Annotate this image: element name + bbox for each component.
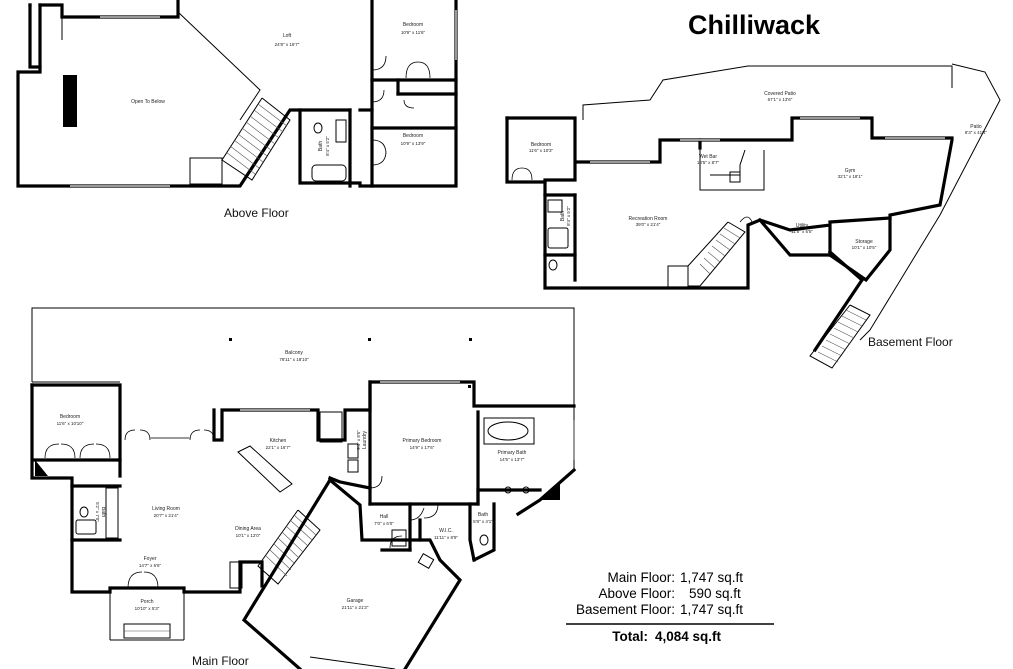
room-dim: 10'10" x 5'3" (135, 606, 160, 611)
summary-above-value: 590 sq.ft (689, 586, 741, 601)
room-dim: 5'2" x 7'0" (95, 502, 100, 522)
room-dim: 32'1" x 18'1" (838, 174, 863, 179)
room-dim: 11'8" x 5'5" (791, 229, 813, 234)
room-label: Utility (796, 223, 809, 229)
room-label: Bath (478, 512, 489, 518)
page-title: Chilliwack (688, 10, 821, 40)
room-dim: 8'3" x 41'4" (965, 130, 988, 135)
basement-interior-stairs (687, 221, 746, 287)
room-dim: 14'7" x 6'6" (139, 563, 162, 568)
room-label: Bedroom (60, 414, 80, 420)
room-label: Bedroom (403, 22, 423, 28)
room-label: Bedroom (531, 142, 551, 148)
room-label: Loft (283, 33, 292, 39)
room-dim: 21'11" x 21'3" (342, 605, 369, 610)
room-dim: 78'11" x 18'10" (279, 357, 309, 362)
room-label: Recreation Room (629, 216, 668, 222)
room-dim: 67'1" x 13'6" (768, 97, 793, 102)
room-dim: 24'8" x 16'7" (275, 42, 300, 47)
room-dim: 11'6" x 10'3" (529, 148, 554, 153)
room-dim: 39'0" x 21'4" (636, 222, 661, 227)
room-dim: 10'9" x 13'9" (401, 141, 426, 146)
room-dim: 10'1" x 12'0" (236, 533, 261, 538)
room-dim: 10'1" x 10'5" (852, 245, 877, 250)
room-label: Kitchen (270, 438, 287, 444)
room-label: Wet Bar (699, 154, 717, 160)
room-label: Bath (560, 211, 566, 222)
floor-label-main: Main Floor (192, 654, 249, 668)
summary-total-value: 4,084 sq.ft (655, 629, 722, 644)
room-label: Living Room (152, 506, 180, 512)
room-label: Garage (347, 598, 364, 604)
summary-above-label: Above Floor: (598, 586, 675, 601)
summary-total-label: Total: (612, 629, 648, 644)
area-summary: Main Floor: 1,747 sq.ft Above Floor: 590… (566, 570, 774, 644)
room-label: Foyer (144, 556, 157, 562)
room-label: Gym (845, 168, 856, 174)
above-stairs (221, 97, 291, 181)
room-label: Bedroom (403, 133, 423, 139)
room-label: Bath (318, 141, 324, 152)
room-label: Primary Bedroom (403, 438, 442, 444)
kitchen-island (237, 445, 293, 493)
room-label: W.I.C. (439, 528, 453, 534)
summary-main-value: 1,747 sq.ft (680, 570, 743, 585)
room-label: Primary Bath (498, 450, 527, 456)
basement-floor-plan: Covered Patio 67'1" x 13'6" Patio 8'3" x… (505, 63, 1001, 369)
summary-basement-label: Basement Floor: (576, 602, 675, 617)
room-dim: 14'5" x 13'7" (500, 457, 525, 462)
room-dim: 14'9" x 17'6" (410, 445, 435, 450)
summary-basement-value: 1,747 sq.ft (680, 602, 743, 617)
room-dim: 18'5" x 8'7" (697, 160, 720, 165)
room-label: Covered Patio (764, 91, 796, 97)
room-dim: 11'11" x 8'9" (434, 535, 458, 540)
room-dim: 8'4" x 5'2" (325, 136, 330, 156)
room-dim: 8'4" x 5'2" (566, 206, 571, 226)
room-dim: 7'0" x 6'0" (374, 521, 394, 526)
room-label: Storage (855, 239, 873, 245)
room-label: Dining Area (235, 526, 261, 532)
above-floor-plan: Loft 24'8" x 16'7" Open To Below Bedroom… (16, 0, 458, 220)
main-floor-plan: Balcony 78'11" x 18'10" Bedroom 11'6" x … (30, 307, 577, 669)
room-label: Bath (100, 507, 106, 518)
room-label: Patio (970, 124, 982, 130)
room-dim: 22'1" x 16'7" (266, 445, 291, 450)
room-dim: 10'9" x 11'6" (401, 30, 426, 35)
room-label: Laundry (362, 430, 368, 449)
room-dim: 20'7" x 21'4" (154, 513, 179, 518)
room-label: Hall (380, 514, 389, 520)
room-label: Porch (140, 599, 153, 605)
room-dim: 9'4" x 8'5" (356, 430, 361, 450)
room-label: Balcony (285, 350, 303, 356)
room-label: Open To Below (131, 99, 165, 105)
room-dim: 11'6" x 10'10" (57, 421, 84, 426)
summary-main-label: Main Floor: (607, 570, 675, 585)
floor-label-basement: Basement Floor (868, 335, 953, 349)
floor-label-above: Above Floor (224, 206, 289, 220)
room-dim: 5'8" x 4'1" (473, 519, 493, 524)
fireplace (63, 75, 77, 127)
